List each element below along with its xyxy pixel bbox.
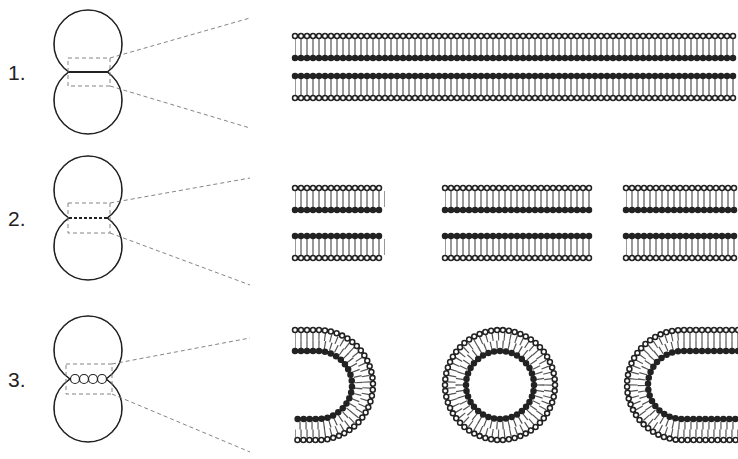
row-number: 2. [8,208,26,229]
lipid-curved-end [295,330,373,440]
lipid-bilayer [295,36,738,58]
row-number: 3. [8,369,26,390]
cell-pair [54,316,250,452]
lipid-bilayer [295,76,738,98]
lipid-curved-end [627,330,738,440]
lipid-vesicle [445,330,555,440]
cell-pair [54,10,250,134]
cell-pair [54,156,250,285]
row-number: 1. [8,62,26,83]
lipid-bilayer-segments [295,236,738,258]
lipid-bilayer-segments [295,188,738,210]
